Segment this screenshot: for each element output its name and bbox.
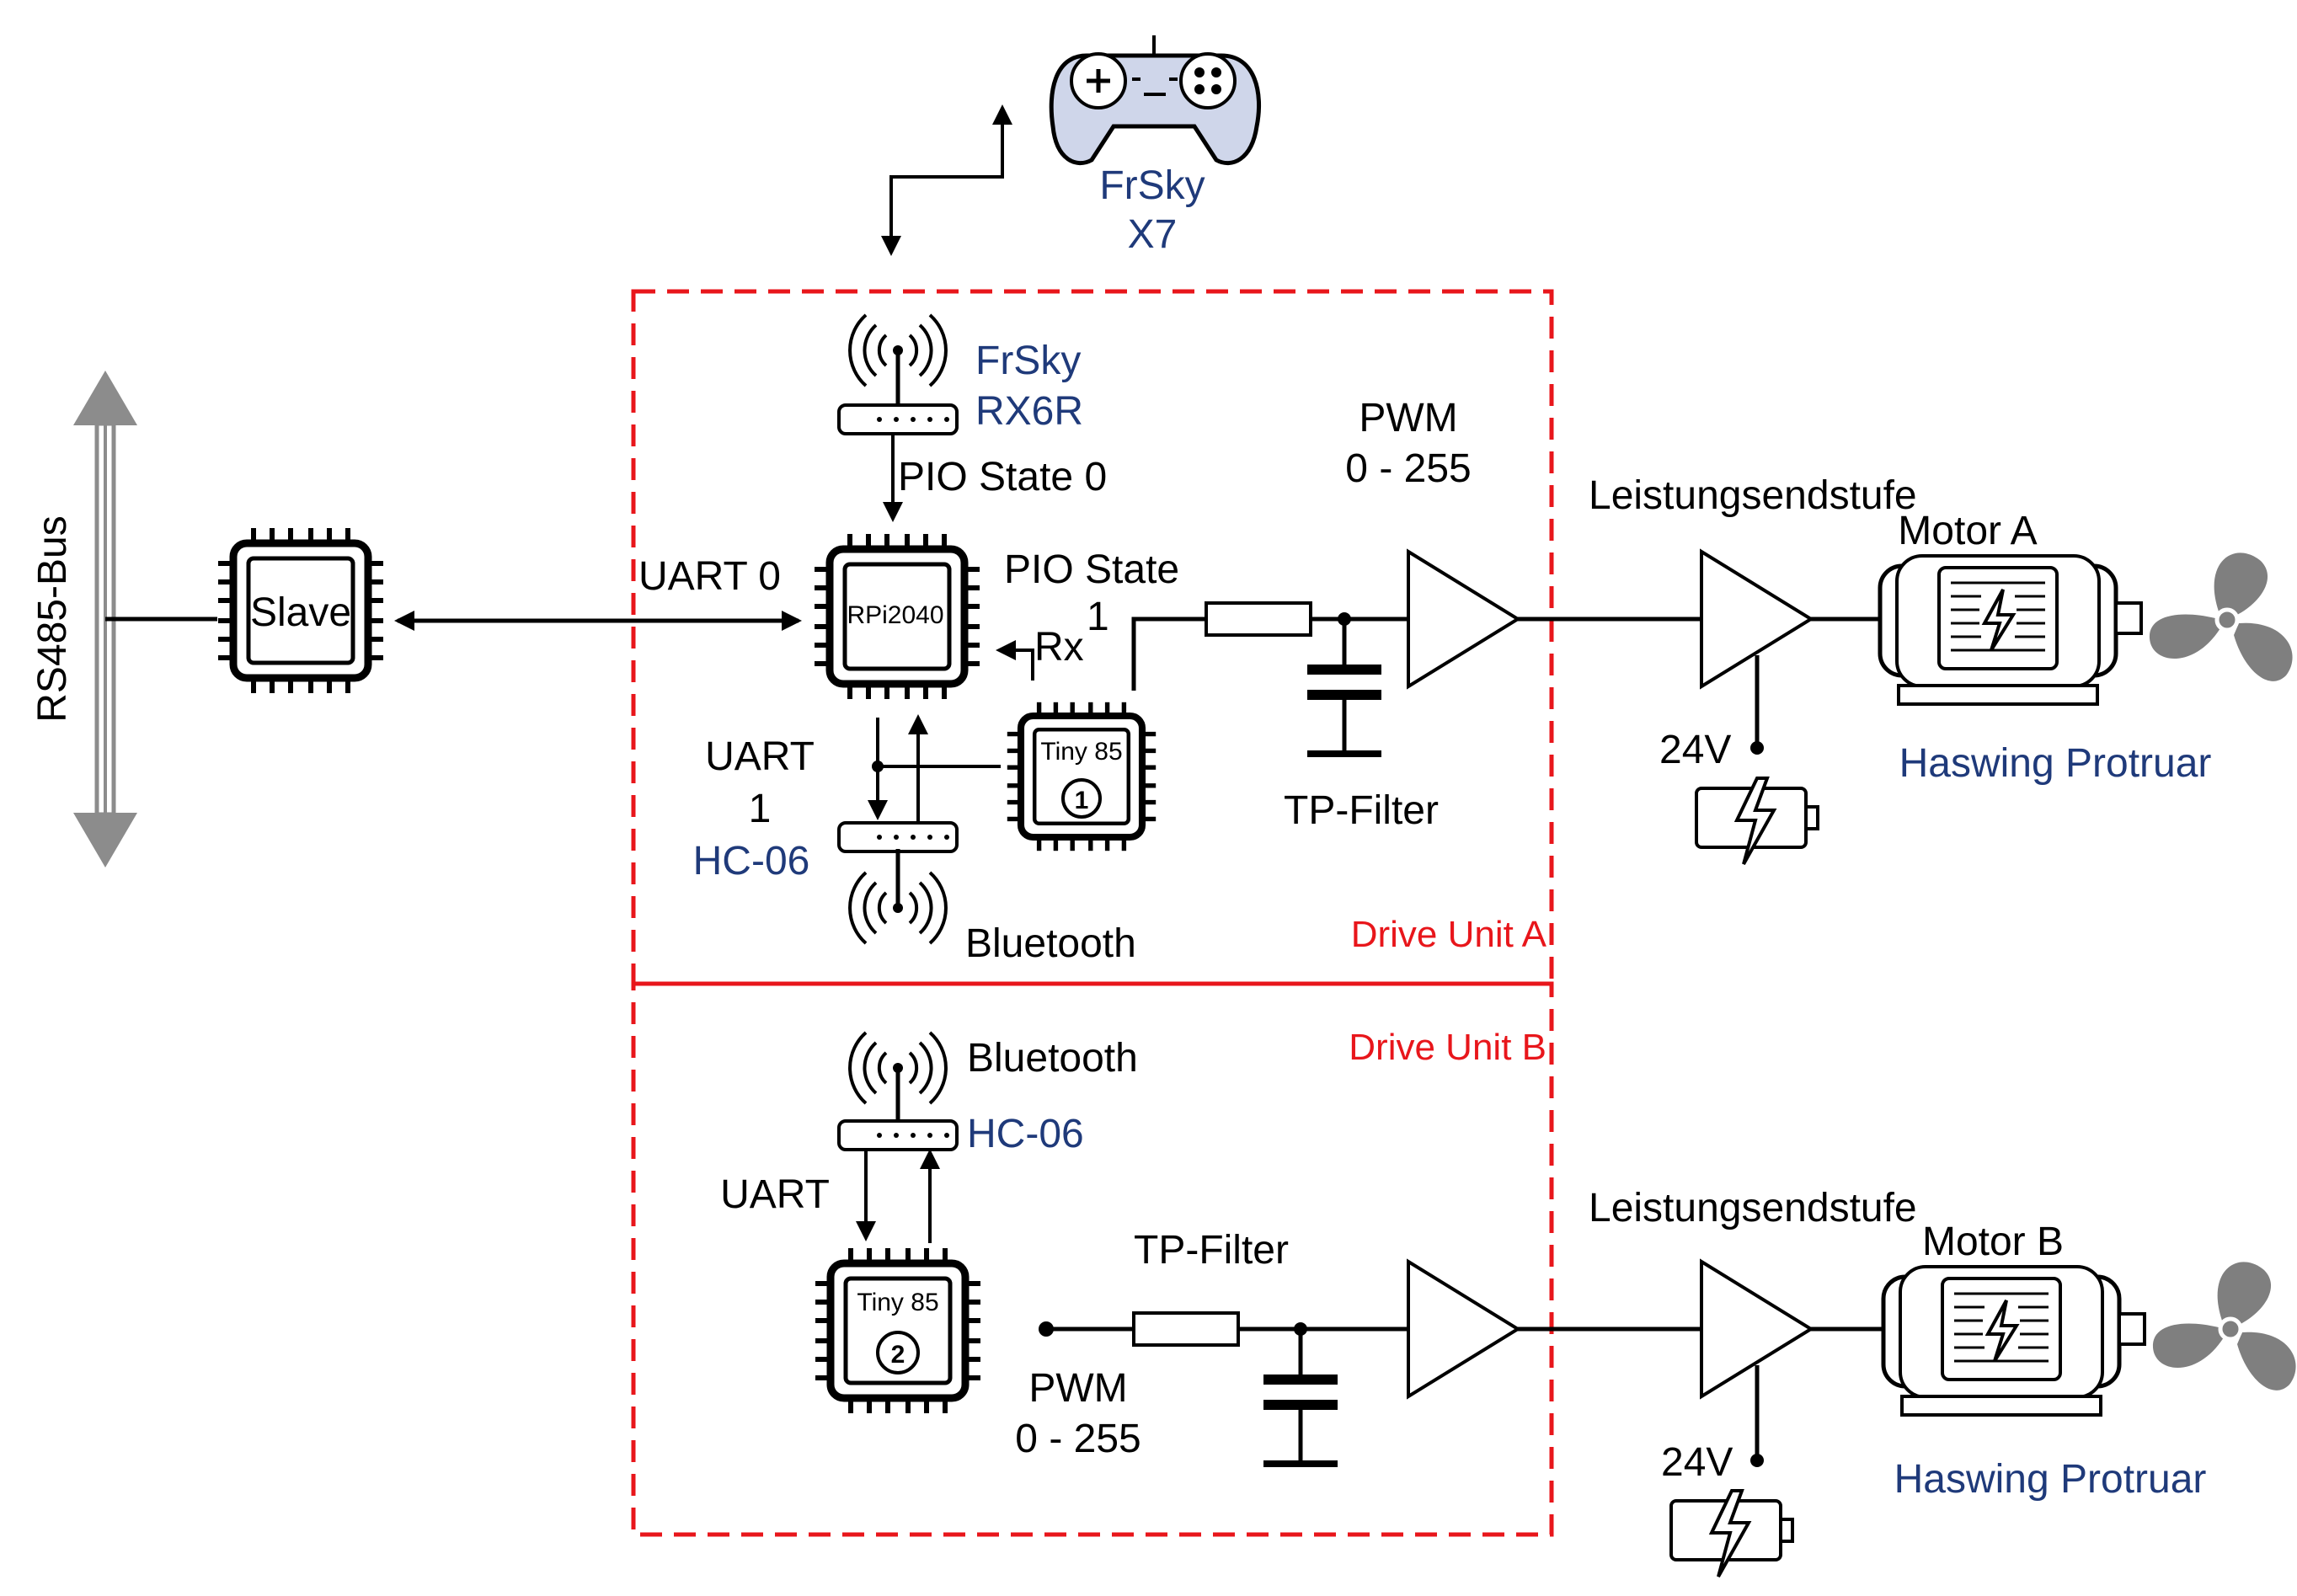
battery-b-icon	[1669, 1489, 1794, 1578]
pio0-label: PIO State 0	[898, 455, 1107, 499]
bt-antenna-b-icon	[850, 1033, 946, 1127]
bt-module-a	[837, 821, 959, 853]
voltage-a-label: 24V	[1659, 728, 1731, 772]
radio-link-arrow	[881, 104, 1012, 256]
bt-a-label: Bluetooth	[965, 921, 1136, 966]
propeller-b-icon	[2153, 1262, 2296, 1390]
resistor-b-icon	[1132, 1311, 1240, 1347]
receiver-model: RX6R	[975, 389, 1083, 434]
propeller-a-icon	[2150, 552, 2293, 681]
pio1-label-b: 1	[1087, 595, 1109, 639]
motor-b-label: Motor B	[1922, 1220, 2064, 1264]
receiver-antenna-icon	[850, 315, 946, 409]
resistor-a-icon	[1205, 601, 1312, 637]
tiny2-label: Tiny 85	[857, 1289, 938, 1316]
bt-module-a-label: HC-06	[693, 839, 810, 883]
slave-label: Slave	[250, 590, 351, 635]
amplifier-b-icon	[1407, 1260, 1520, 1398]
tiny2-number: 2	[891, 1341, 905, 1369]
filter-a-label: TP-Filter	[1284, 788, 1439, 833]
rx-link	[996, 640, 1034, 681]
amplifier-a-icon	[1407, 550, 1520, 688]
motor-a-icon	[1880, 556, 2141, 704]
gamepad-icon	[1049, 35, 1261, 166]
capacitor-b-icon	[1263, 1329, 1338, 1464]
battery-a-icon	[1695, 777, 1819, 866]
bt-antenna-a-icon	[850, 849, 946, 943]
motor-b-icon	[1883, 1267, 2145, 1415]
pwm-a-range: 0 - 255	[1345, 446, 1471, 491]
pwm-a-line	[1131, 617, 1205, 691]
pwm-b-range: 0 - 255	[1015, 1417, 1140, 1461]
rx-label: Rx	[1034, 625, 1084, 670]
filter-b-label: TP-Filter	[1134, 1228, 1289, 1273]
pwm-b-label: PWM	[1028, 1366, 1127, 1411]
tiny2-badge	[876, 1331, 920, 1374]
bt-module-b	[837, 1119, 959, 1151]
uart-b-label: UART	[720, 1172, 830, 1217]
capacitor-a-icon	[1307, 619, 1381, 754]
tiny1-label: Tiny 85	[1040, 738, 1122, 766]
uart1-label-a: UART	[705, 734, 815, 779]
motor-a-label: Motor A	[1898, 509, 2037, 553]
tiny1-number: 1	[1075, 787, 1089, 814]
uart1-label-b: 1	[749, 787, 772, 831]
tiny1-badge	[1061, 778, 1102, 819]
junction-dot	[872, 761, 884, 772]
bt-b-label: Bluetooth	[967, 1036, 1138, 1081]
uart0-label: UART 0	[638, 554, 781, 599]
bt-module-b-label: HC-06	[967, 1112, 1084, 1156]
power-stage-a-label: Leistungsendstufe	[1589, 473, 1917, 518]
receiver-module	[837, 403, 959, 435]
drive-unit-b-title: Drive Unit B	[1349, 1027, 1546, 1068]
junction-dot	[1750, 741, 1764, 755]
pwm-a-label: PWM	[1359, 396, 1457, 440]
voltage-b-label: 24V	[1661, 1440, 1733, 1485]
pio1-label-a: PIO State	[1004, 547, 1179, 592]
bus-label: RS485-Bus	[30, 515, 75, 722]
motor-b-brand: Haswing Protruar	[1894, 1457, 2207, 1502]
drive-unit-a-title: Drive Unit A	[1351, 914, 1547, 955]
controller-model: X7	[1128, 212, 1178, 257]
tiny85-1-chip-icon	[1007, 702, 1156, 851]
motor-a-brand: Haswing Protruar	[1899, 741, 2212, 786]
receiver-name: FrSky	[975, 339, 1081, 383]
controller-name: FrSky	[1099, 163, 1205, 208]
power-stage-b-label: Leistungsendstufe	[1589, 1186, 1917, 1230]
rpi2040-label: RPi2040	[847, 601, 943, 629]
junction-dot	[1750, 1454, 1764, 1467]
drive-unit-b-box	[631, 981, 1554, 1537]
